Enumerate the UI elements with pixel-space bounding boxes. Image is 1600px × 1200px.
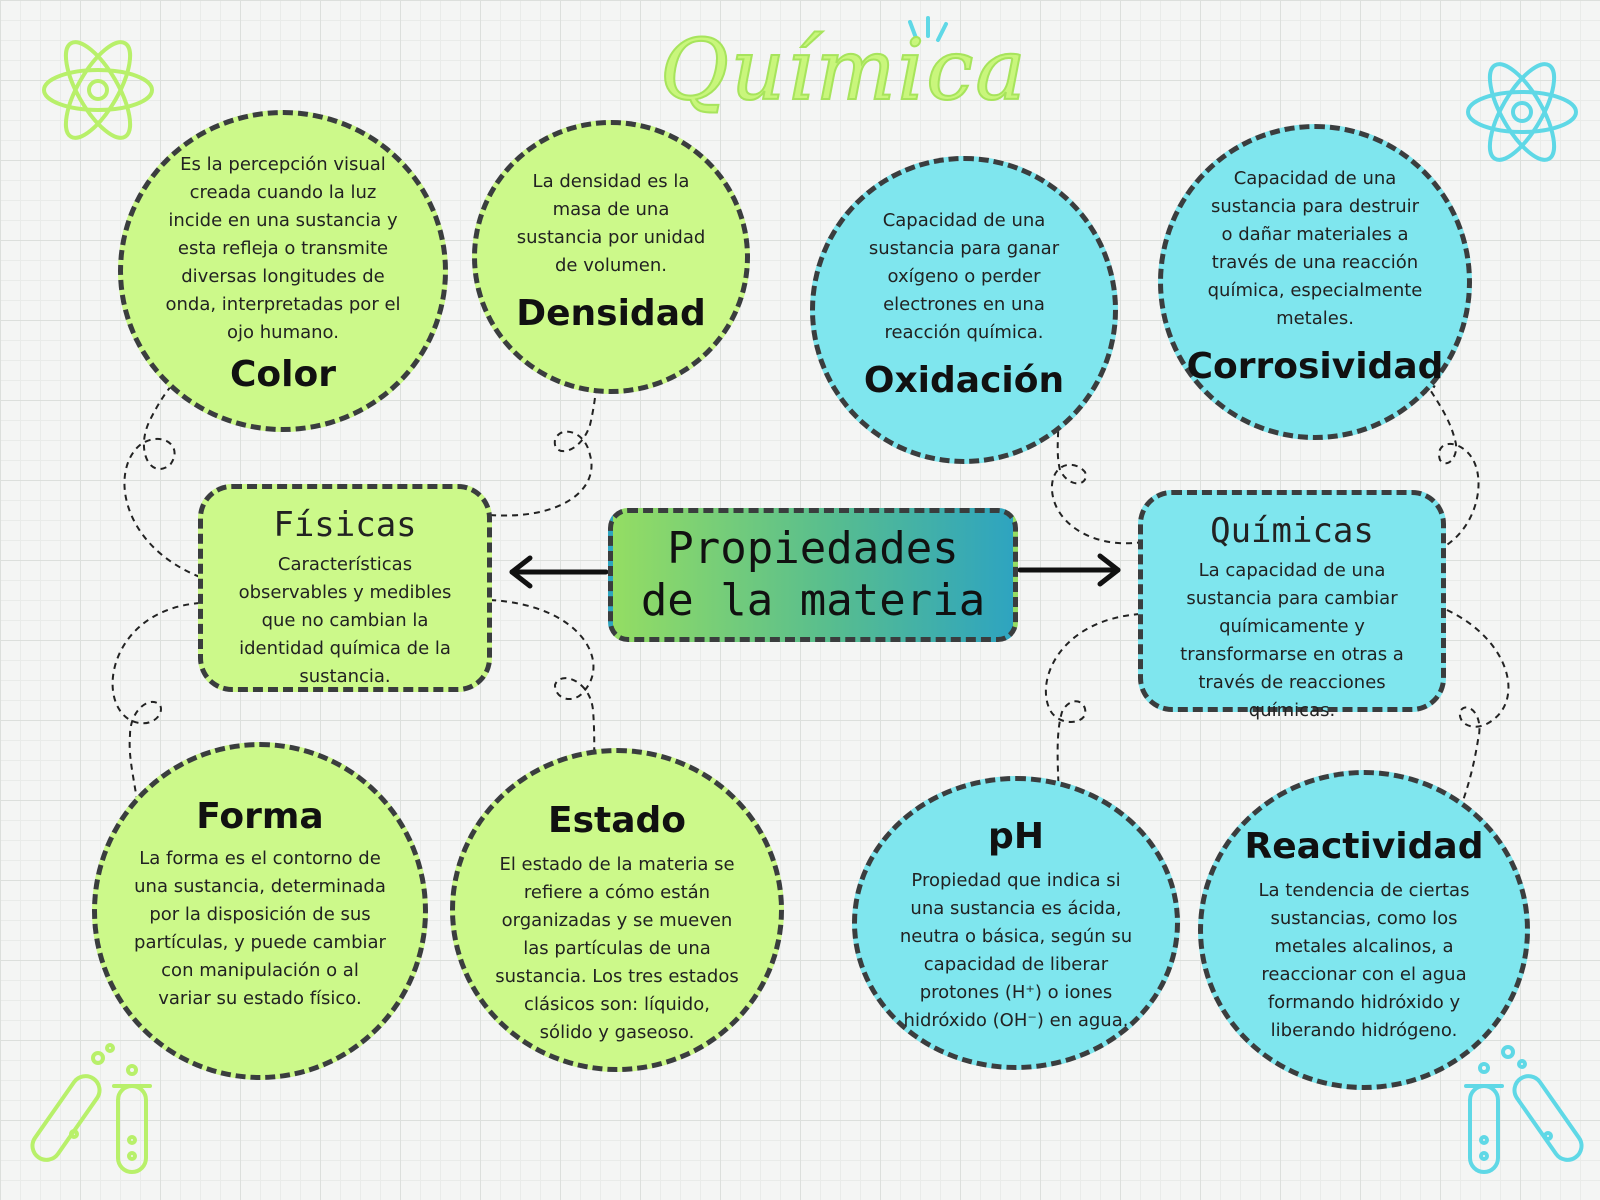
property-description-ph: Propiedad que indica si una sustancia es… xyxy=(899,870,1133,1031)
atom-icon xyxy=(42,40,154,140)
property-description-color: Es la percepción visual creada cuando la… xyxy=(165,154,401,343)
sparkle-icon xyxy=(908,16,948,42)
property-title-ph: pH xyxy=(988,816,1044,857)
connector-fisicas-forma xyxy=(111,602,201,822)
property-bubble-color: Es la percepción visual creada cuando la… xyxy=(118,110,448,432)
property-title-oxidacion: Oxidación xyxy=(863,360,1065,401)
property-title-reactividad: Reactividad xyxy=(1244,826,1484,867)
connector-fisicas-densidad xyxy=(489,356,598,517)
test-tube-icon xyxy=(30,1043,152,1174)
property-description-densidad: La densidad es la masa de una sustancia … xyxy=(516,171,706,276)
property-bubble-corrosividad: Capacidad de una sustancia para destruir… xyxy=(1158,124,1472,440)
category-card-fisicas: Físicas Características observables y me… xyxy=(198,484,492,692)
logo-quimica: Química xyxy=(659,20,1028,120)
connector-fisicas-estado xyxy=(489,599,594,775)
category-card-quimicas: Químicas La capacidad de una sustancia p… xyxy=(1138,490,1446,721)
test-tube-icon xyxy=(1464,1045,1584,1174)
category-title-quimicas: Químicas xyxy=(1210,511,1374,551)
property-description-oxidacion: Capacidad de una sustancia para ganar ox… xyxy=(868,210,1060,343)
property-title-estado: Estado xyxy=(547,800,687,841)
property-title-corrosividad: Corrosividad xyxy=(1186,346,1444,387)
property-bubble-ph: pH Propiedad que indica si una sustancia… xyxy=(852,776,1180,1070)
property-description-estado: El estado de la materia se refiere a cóm… xyxy=(495,854,739,1043)
property-title-forma: Forma xyxy=(196,796,324,837)
category-description-fisicas: Características observables y medibles q… xyxy=(238,554,452,687)
connector-fisicas-color xyxy=(123,374,201,578)
connector-quimicas-reactividad xyxy=(1446,609,1510,822)
property-description-corrosividad: Capacidad de una sustancia para destruir… xyxy=(1207,168,1423,329)
property-bubble-estado: Estado El estado de la materia se refier… xyxy=(450,748,784,1072)
connector-quimicas-oxidacion xyxy=(1050,402,1144,545)
category-description-quimicas: La capacidad de una sustancia para cambi… xyxy=(1180,560,1404,721)
property-bubble-reactividad: Reactividad La tendencia de ciertas sust… xyxy=(1198,770,1530,1090)
property-title-densidad: Densidad xyxy=(516,293,706,334)
main-topic-title: Propiedades de la materia xyxy=(640,523,986,626)
category-title-fisicas: Físicas xyxy=(273,505,417,545)
property-bubble-densidad: La densidad es la masa de una sustancia … xyxy=(472,120,750,394)
main-topic-box: Propiedades de la materia xyxy=(608,508,1018,642)
property-title-color: Color xyxy=(230,354,336,395)
property-description-forma: La forma es el contorno de una sustancia… xyxy=(134,848,386,1009)
connector-quimicas-corrosividad xyxy=(1425,382,1480,551)
property-description-reactividad: La tendencia de ciertas sustancias, como… xyxy=(1258,880,1470,1041)
connector-quimicas-ph xyxy=(1045,613,1141,818)
property-bubble-oxidacion: Capacidad de una sustancia para ganar ox… xyxy=(810,156,1118,464)
atom-icon xyxy=(1466,62,1578,162)
property-bubble-forma: Forma La forma es el contorno de una sus… xyxy=(92,742,428,1080)
